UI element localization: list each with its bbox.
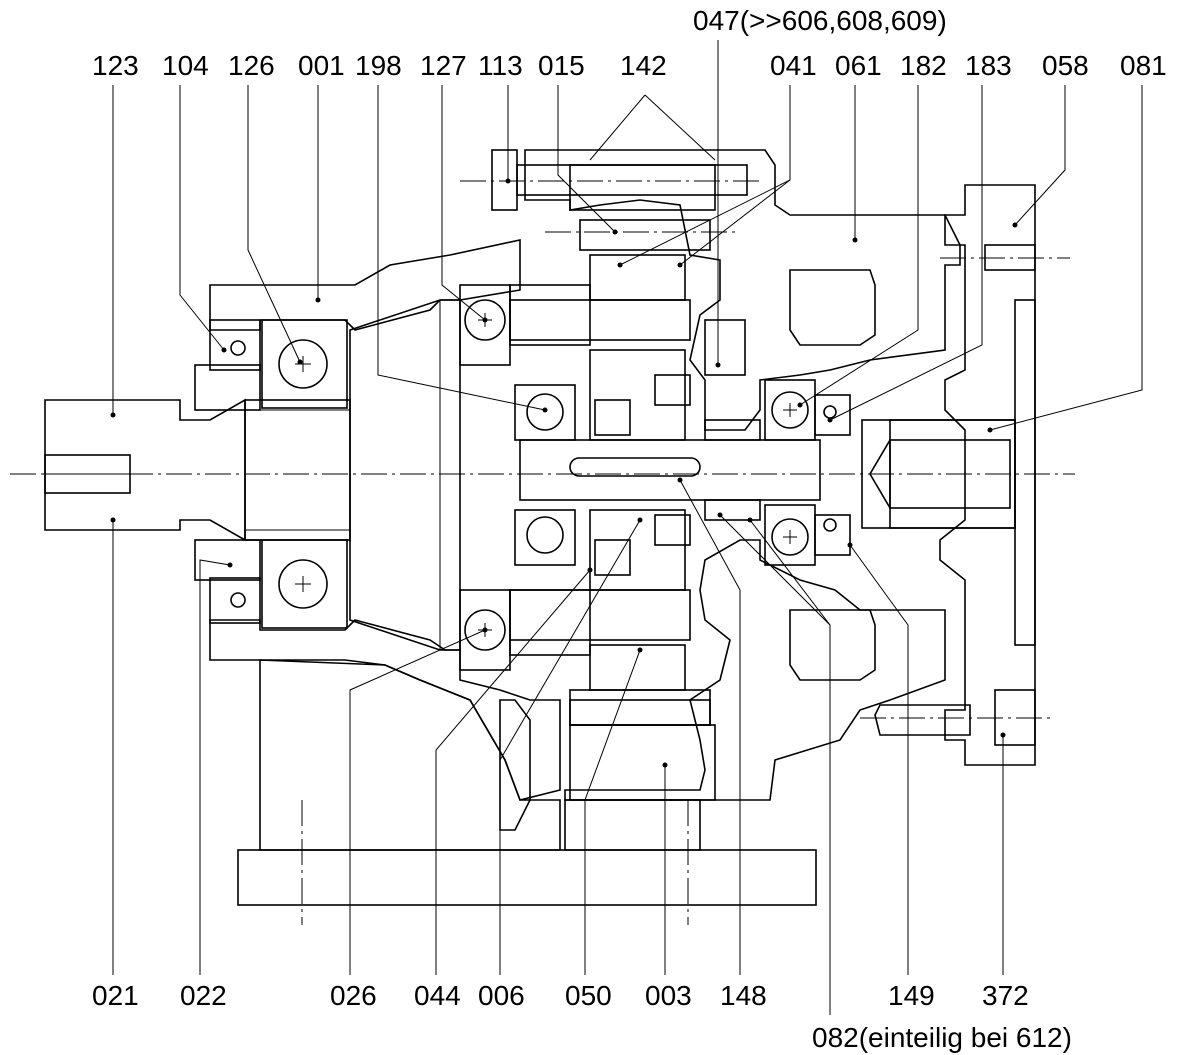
label-061: 061 [835, 50, 882, 81]
label-006: 006 [478, 980, 525, 1011]
label-047: 047(>>606,608,609) [693, 5, 947, 36]
input-shaft [44, 398, 351, 542]
output-bearings [764, 379, 851, 566]
sun-shaft [519, 319, 821, 521]
label-126: 126 [228, 50, 275, 81]
main-housing [524, 149, 961, 801]
label-022: 022 [180, 980, 227, 1011]
label-001: 001 [298, 50, 345, 81]
label-082: 082(einteilig bei 612) [812, 1022, 1072, 1053]
base-foot [237, 800, 817, 925]
bottom-labels: 021 022 026 044 006 050 003 148 149 372 … [92, 980, 1072, 1053]
input-bearings [194, 319, 348, 629]
label-148: 148 [720, 980, 767, 1011]
top-labels: 047(>>606,608,609) 123 104 126 001 198 1… [92, 5, 1167, 81]
label-003: 003 [645, 980, 692, 1011]
centerlines [10, 180, 1075, 719]
adapter-cone [349, 299, 461, 651]
label-044: 044 [414, 980, 461, 1011]
label-041: 041 [770, 50, 817, 81]
label-113: 113 [478, 50, 523, 81]
output-flange [939, 184, 1036, 766]
label-015: 015 [538, 50, 585, 81]
planet-carrier [459, 284, 691, 671]
label-081: 081 [1120, 50, 1167, 81]
label-058: 058 [1042, 50, 1089, 81]
label-183: 183 [965, 50, 1012, 81]
leader-lines [110, 40, 1143, 1015]
label-182: 182 [900, 50, 947, 81]
label-021: 021 [92, 980, 139, 1011]
label-372: 372 [982, 980, 1029, 1011]
label-026: 026 [330, 980, 377, 1011]
label-142: 142 [620, 50, 667, 81]
label-104: 104 [162, 50, 209, 81]
label-198: 198 [355, 50, 402, 81]
planet-gears [569, 164, 716, 801]
label-050: 050 [565, 980, 612, 1011]
label-123: 123 [92, 50, 139, 81]
label-149: 149 [888, 980, 935, 1011]
label-127: 127 [420, 50, 467, 81]
input-housing [209, 239, 701, 851]
